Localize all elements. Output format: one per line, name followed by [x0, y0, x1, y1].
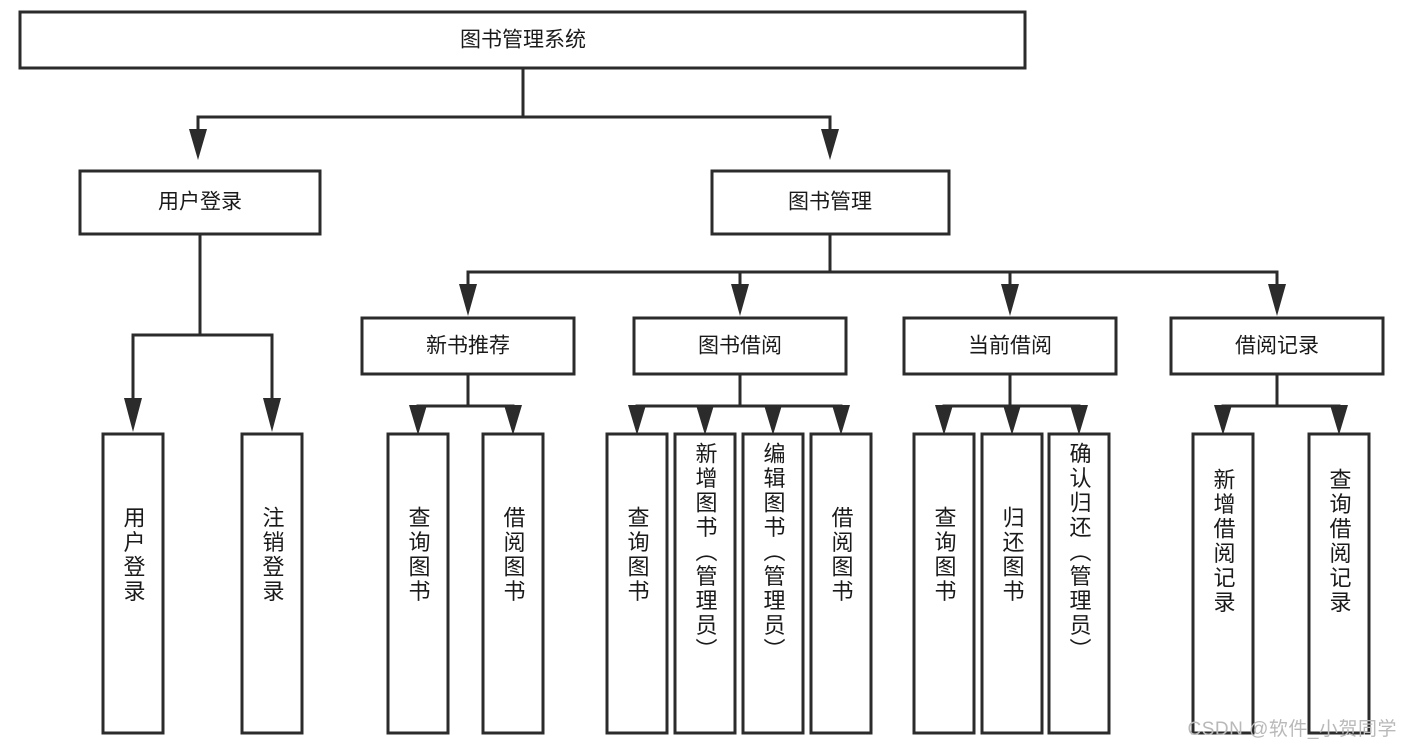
node-box-leaf-query-book-2[interactable] [605, 432, 669, 735]
node-box-borrow-record[interactable] [1169, 316, 1385, 376]
node-box-leaf-logout[interactable] [240, 432, 304, 735]
arrow-book-borrow [731, 284, 749, 316]
arrow-book-borrow-child-1 [628, 405, 646, 435]
arrow-new-book-child-2 [504, 405, 522, 435]
arrow-user-login-child-2 [263, 398, 281, 432]
arrow-current-borrow [1001, 284, 1019, 316]
arrow-book-borrow-child-4 [832, 405, 850, 435]
arrow-user-login-child-1 [124, 398, 142, 432]
arrow-to-user-login [189, 129, 207, 160]
node-label-borrow-record: 借阅记录 [1235, 335, 1319, 358]
node-label-new-book-recommend: 新书推荐 [426, 335, 510, 358]
node-box-leaf-query-record[interactable] [1307, 432, 1371, 735]
arrow-current-borrow-child-3 [1070, 405, 1088, 435]
arrow-book-borrow-child-3 [764, 405, 782, 435]
node-box-leaf-query-book-1[interactable] [386, 432, 450, 735]
node-box-leaf-borrow-book-1[interactable] [481, 432, 545, 735]
node-box-leaf-add-book[interactable] [673, 432, 737, 735]
arrow-borrow-record [1268, 284, 1286, 316]
node-label-user-login: 用户登录 [158, 191, 242, 214]
connector-group-user-login-children [124, 232, 281, 432]
node-label-root: 图书管理系统 [460, 29, 586, 52]
node-label-book-manage: 图书管理 [788, 191, 872, 214]
arrow-borrow-record-child-1 [1214, 405, 1232, 435]
arrow-new-book-child-1 [409, 405, 427, 435]
connector-group-book-borrow-children [628, 372, 850, 435]
node-box-leaf-edit-book[interactable] [741, 432, 805, 735]
node-box-current-borrow[interactable] [902, 316, 1118, 376]
node-box-book-manage[interactable] [710, 169, 951, 236]
node-box-user-login[interactable] [78, 169, 322, 236]
node-box-book-borrow[interactable] [632, 316, 848, 376]
connector-group-new-book-children [409, 372, 522, 435]
node-box-leaf-query-book-3[interactable] [912, 432, 976, 735]
arrow-borrow-record-child-2 [1330, 405, 1348, 435]
node-box-leaf-borrow-book-2[interactable] [809, 432, 873, 735]
connector-group-current-borrow-children [935, 372, 1088, 435]
node-box-leaf-confirm-return[interactable] [1047, 432, 1111, 735]
arrow-book-borrow-child-2 [696, 405, 714, 435]
arrow-new-book-recommend [459, 284, 477, 316]
node-box-root[interactable] [18, 10, 1027, 70]
connector-group-book-manage-children [459, 232, 1286, 316]
node-box-leaf-add-record[interactable] [1191, 432, 1255, 735]
node-label-book-borrow: 图书借阅 [698, 335, 782, 358]
connector-group-borrow-record-children [1214, 372, 1348, 435]
node-box-leaf-user-login[interactable] [101, 432, 165, 735]
arrow-current-borrow-child-2 [1003, 405, 1021, 435]
connector-group-root-to-level2 [189, 66, 839, 160]
arrow-current-borrow-child-1 [935, 405, 953, 435]
node-label-current-borrow: 当前借阅 [968, 335, 1052, 358]
node-box-leaf-return-book[interactable] [980, 432, 1044, 735]
node-box-new-book-recommend[interactable] [360, 316, 576, 376]
arrow-to-book-manage [821, 129, 839, 160]
csdn-watermark: CSDN @软件_小贺同学 [1187, 719, 1397, 740]
